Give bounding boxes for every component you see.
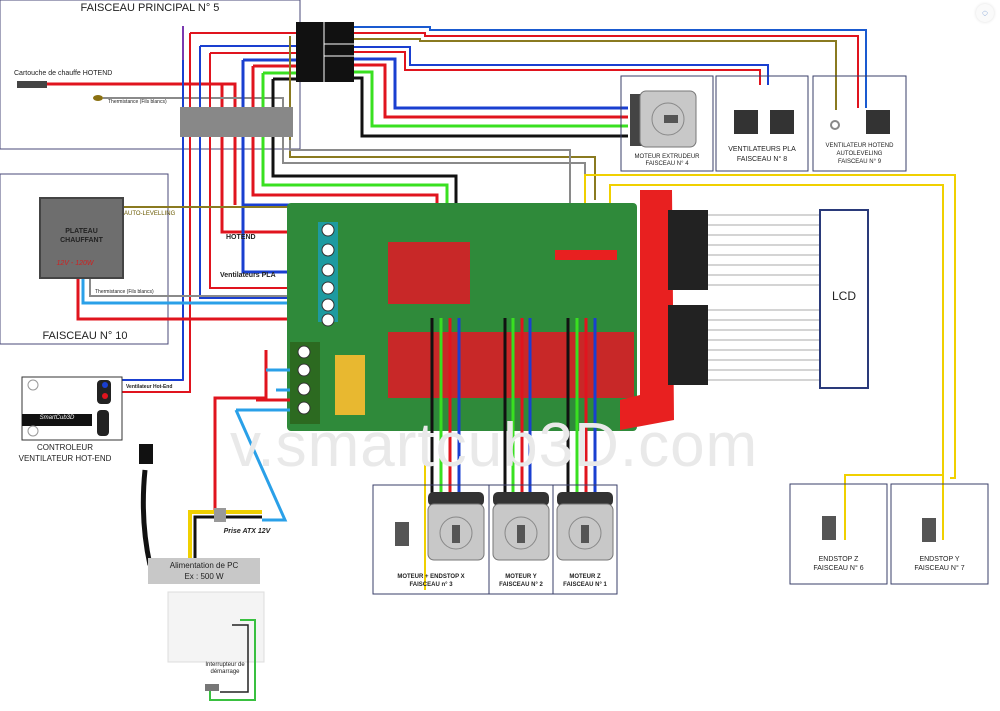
driver-e0 [388,242,470,304]
endstop-z-label-2: FAISCEAU N° 6 [813,565,864,572]
fans-pla-label-1: VENTILATEURS PLA [728,146,796,153]
psu-box [148,558,260,584]
heater-label: Cartouche de chauffe HOTEND [14,70,113,77]
endstop-z-label-1: ENDSTOP Z [818,556,859,563]
extruder-motor-label-1: MOTEUR EXTRUDEUR [634,154,700,160]
harness-main-title: FAISCEAU PRINCIPAL N° 5 [80,2,220,14]
thermistor-label: Thermistance (Fils blancs) [108,99,167,105]
thermistor-icon [93,95,103,101]
harness-connector-bar [180,107,293,137]
fan-hotend-label-2: AUTOLEVELING [836,151,883,157]
lens-icon[interactable]: ◌ [976,4,994,22]
motor-y-label-2: FAISCEAU N° 2 [499,582,543,588]
motor-z-box [552,484,618,595]
driver-z [552,332,634,398]
endstop-y-label-2: FAISCEAU N° 7 [914,565,965,572]
bed-title-1: PLATEAU [65,228,98,235]
smart-adapter [620,190,674,430]
motor-x-label-2: FAISCEAU n° 3 [409,582,453,588]
driver-y [470,332,552,398]
probe-ring-icon [830,120,840,130]
motor-z-label-1: MOTEUR Z [569,574,601,580]
motor-x-label-1: MOTEUR + ENDSTOP X [397,574,465,580]
extruder-motor-icon [630,90,697,148]
atx-plug-icon [214,508,226,522]
endstop-y-label-1: ENDSTOP Y [919,556,960,563]
switch-label-1: Interrupteur de [205,662,245,668]
endstop-y-box [890,483,989,585]
fan-hotend-box [812,75,907,172]
controller-label-2: VENTILATEUR HOT-END [18,454,112,463]
fan-hotend-wire-label: Ventilateur Hot-End [126,384,173,390]
main-connector-block [296,22,354,82]
stepper-motor-x-icon [427,492,485,561]
lcd-label: LCD [831,289,856,303]
fans-pla-label: Ventilateurs PLA [220,272,276,279]
hotend-label: HOTEND [226,234,256,241]
motor-z-label-2: FAISCEAU N° 1 [563,582,607,588]
psu-label-2: Ex : 500 W [184,572,224,581]
endstop-switch-icon [395,516,936,546]
motor-y-label-1: MOTEUR Y [505,574,537,580]
controller-label-1: CONTROLEUR [36,443,93,452]
watermark: v.smartcub3D.com [230,411,759,480]
psu-label-1: Alimentation de PC [169,561,239,570]
atx-pinout [167,591,265,663]
atx-plug-label: Prise ATX 12V [223,528,271,535]
autolevel-label: AUTO-LEVELLING [124,211,176,217]
fan-hotend-label-1: VENTILATEUR HOTEND [825,143,894,149]
bed-spec: 12V - 120W [56,260,94,267]
heated-bed-icon [39,197,124,279]
heater-cartridge-icon [17,81,47,88]
bed-thermistor-label: Thermistance (Fils blancs) [95,289,154,295]
driver-x [388,332,470,398]
controller-brand: SmartCub3D [39,415,75,421]
power-plug-icon [139,444,153,464]
extruder-motor-label-2: FAISCEAU N° 4 [645,161,689,167]
fuse [335,355,365,415]
lcd-box [819,209,869,389]
fan-icon [734,110,890,134]
switch-label-2: démarrage [210,669,240,675]
fans-pla-box [715,75,809,172]
endstop-z-box [789,483,888,585]
stepper-motor-y-icon [492,492,550,561]
bed-title-2: CHAUFFANT [60,237,103,244]
extruder-motor-box [620,75,714,172]
fans-pla-label-2: FAISCEAU N° 8 [736,156,788,163]
exp1-connector [668,210,708,290]
stepper-motor-z-icon [556,492,614,561]
fan-hotend-label-3: FAISCEAU N° 9 [837,159,882,165]
exp2-connector [668,305,708,385]
start-switch-icon [205,684,219,691]
harness-bed-title: FAISCEAU N° 10 [42,330,128,342]
